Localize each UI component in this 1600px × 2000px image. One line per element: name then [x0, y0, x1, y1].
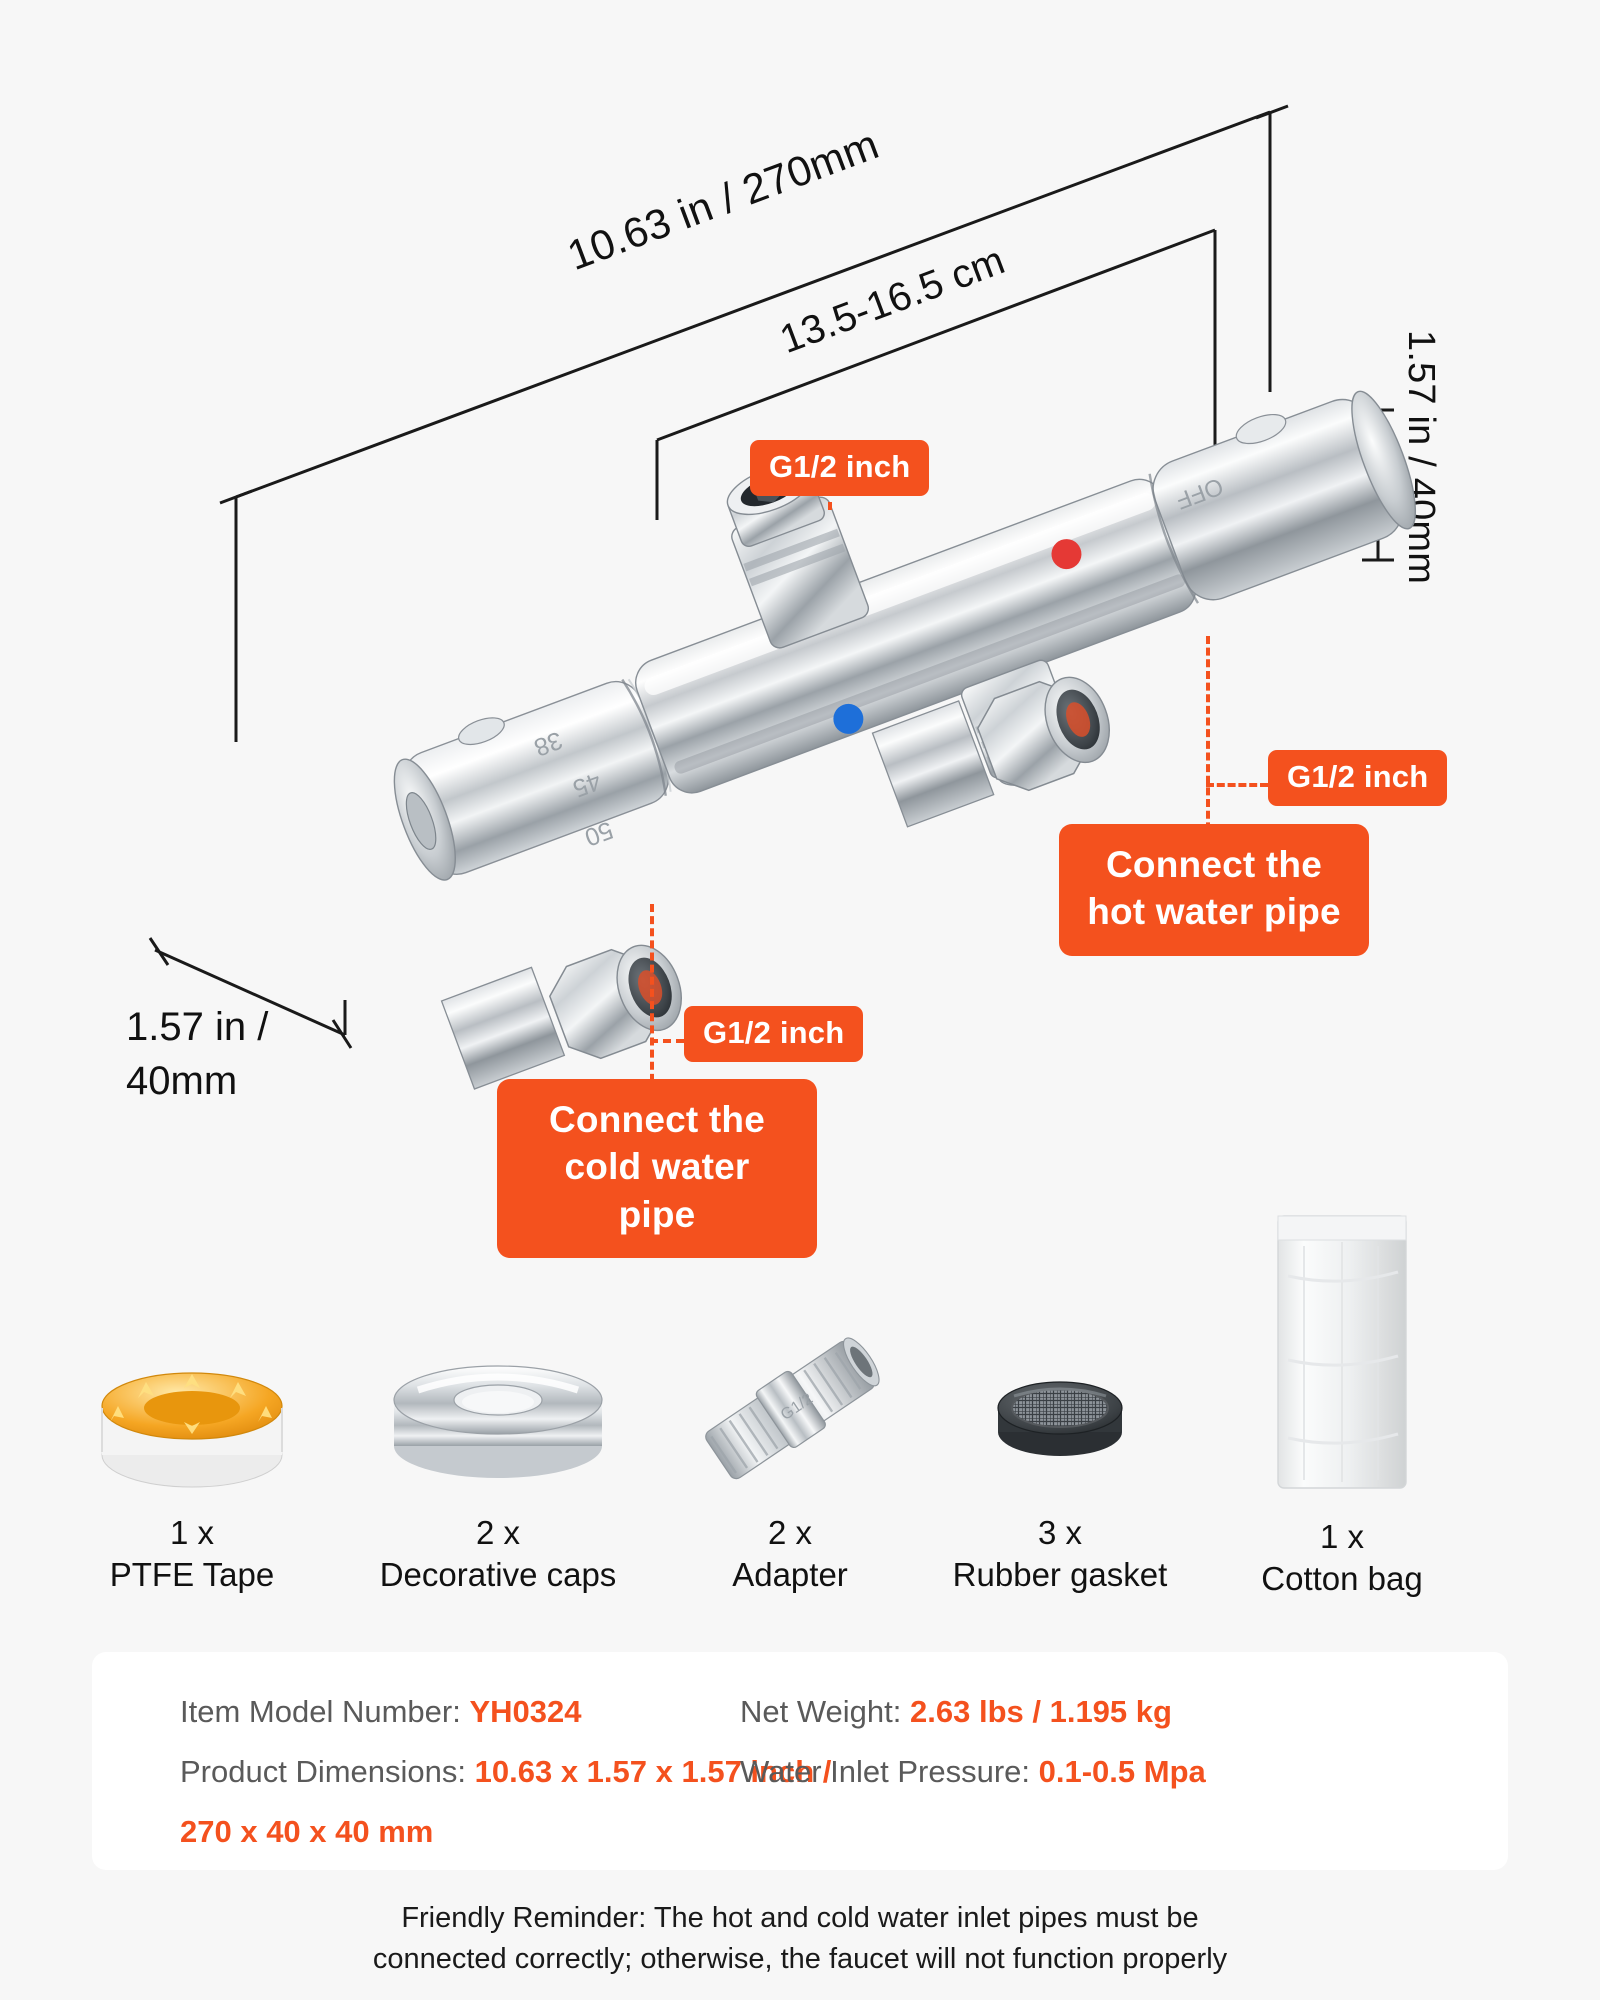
spec-model: Item Model Number: YH0324: [180, 1694, 581, 1730]
badge-top-port-leader: [828, 486, 832, 510]
cotton-bag-icon: [1192, 1180, 1492, 1500]
spec-model-key: Item Model Number:: [180, 1694, 461, 1729]
accessory-name: Cotton bag: [1261, 1560, 1423, 1597]
accessory-item: 1 x PTFE Tape: [42, 1320, 342, 1594]
spec-weight-key: Net Weight:: [740, 1694, 902, 1729]
accessory-qty: 2 x: [475, 1514, 521, 1551]
spec-pressure-key: Water Inlet Pressure:: [740, 1754, 1031, 1789]
spec-dimensions: Product Dimensions: 10.63 x 1.57 x 1.57 …: [180, 1754, 831, 1790]
hot-indicator-dot: [1051, 539, 1082, 570]
accessory-qty: 1 x: [169, 1514, 215, 1551]
spec-weight-value: 2.63 lbs / 1.195 kg: [910, 1694, 1172, 1729]
accessory-item: 1 x Cotton bag: [1192, 1180, 1492, 1598]
friendly-reminder-line2: connected correctly; otherwise, the fauc…: [372, 1943, 1228, 1976]
friendly-reminder: Friendly Reminder: The hot and cold wate…: [0, 1898, 1600, 1980]
callout-cold-water: Connect the cold water pipe: [497, 1079, 817, 1259]
depth-left-line1: 1.57 in /: [126, 1005, 269, 1049]
accessory-item: G1/2 2 x Adapter: [640, 1320, 940, 1594]
spec-panel: Item Model Number: YH0324 Product Dimens…: [92, 1652, 1508, 1870]
spec-pressure: Water Inlet Pressure: 0.1-0.5 Mpa: [740, 1754, 1206, 1790]
callout-hot-line2: hot water pipe: [1087, 891, 1341, 933]
friendly-reminder-line1: Friendly Reminder: The hot and cold wate…: [401, 1902, 1199, 1934]
spec-dimensions-value-line2: 270 x 40 x 40 mm: [180, 1814, 434, 1849]
accessory-qty: 3 x: [1037, 1514, 1083, 1551]
depth-left-line2: 40mm: [126, 1059, 238, 1103]
ptfe-tape-icon: [42, 1320, 342, 1500]
rubber-gasket-icon: [910, 1320, 1210, 1500]
accessory-name: PTFE Tape: [109, 1556, 275, 1593]
badge-top-port: G1/2 inch: [750, 440, 930, 496]
spec-model-value: YH0324: [469, 1694, 582, 1729]
adapter-icon: G1/2: [640, 1320, 940, 1500]
accessory-name: Decorative caps: [379, 1556, 617, 1593]
cold-indicator-dot: [833, 703, 864, 734]
accessory-name: Adapter: [732, 1556, 848, 1593]
accessories-row: 1 x PTFE Tape: [0, 1215, 1600, 1600]
badge-cold-port-leader-v: [650, 904, 654, 1094]
callout-cold-line1: Connect the: [549, 1099, 765, 1140]
accessory-item: 3 x Rubber gasket: [910, 1320, 1210, 1594]
spec-weight: Net Weight: 2.63 lbs / 1.195 kg: [740, 1694, 1172, 1730]
accessory-item: 2 x Decorative caps: [348, 1320, 648, 1594]
badge-hot-port: G1/2 inch: [1268, 750, 1448, 806]
dimension-lines: [148, 104, 1394, 1049]
accessory-name: Rubber gasket: [952, 1556, 1168, 1593]
badge-cold-port-leader-h: [650, 1039, 684, 1043]
spec-dimensions-value-line1: 10.63 x 1.57 x 1.57 inch /: [474, 1754, 832, 1789]
decorative-cap-icon: [348, 1320, 648, 1500]
badge-hot-port-leader-v: [1206, 636, 1210, 842]
thermostatic-valve-illustration: 38 45 50 OFF: [393, 390, 1417, 1090]
spec-dimensions-key: Product Dimensions:: [180, 1754, 467, 1789]
callout-hot-line1: Connect the: [1106, 844, 1322, 885]
badge-cold-port: G1/2 inch: [684, 1006, 864, 1062]
depth-left-label: 1.57 in / 40mm: [126, 1000, 396, 1108]
accessory-qty: 2 x: [767, 1514, 813, 1551]
spec-pressure-value: 0.1-0.5 Mpa: [1038, 1754, 1206, 1789]
badge-hot-port-leader-h: [1206, 783, 1268, 787]
callout-cold-line2: cold water pipe: [564, 1146, 750, 1235]
callout-hot-water: Connect the hot water pipe: [1059, 824, 1369, 956]
accessory-qty: 1 x: [1319, 1518, 1365, 1555]
